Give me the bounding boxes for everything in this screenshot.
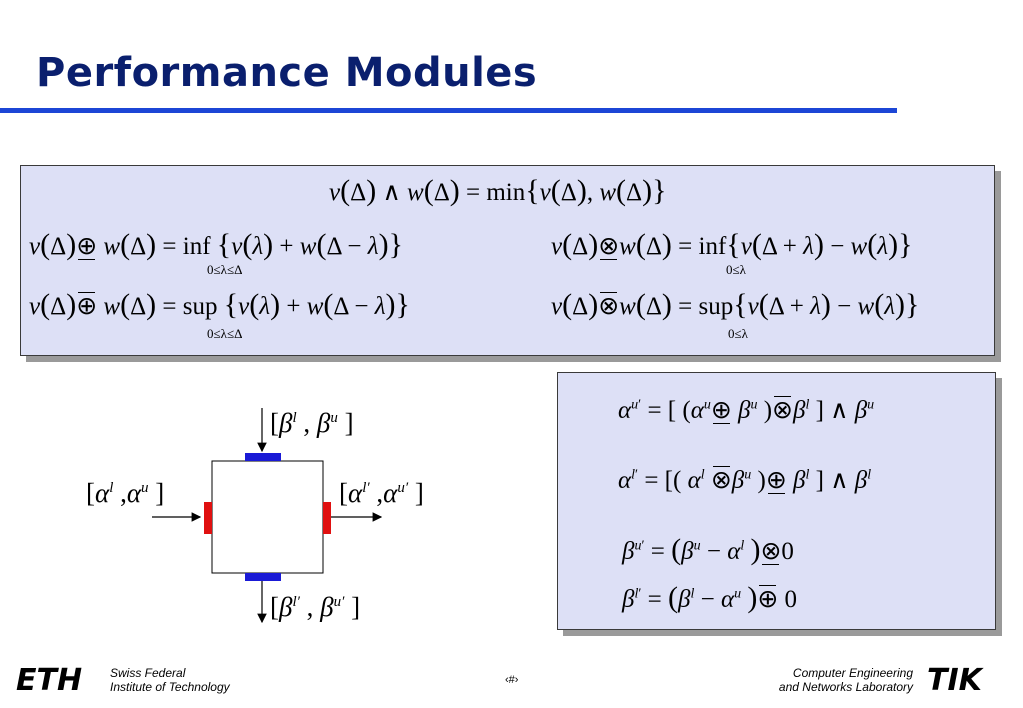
beta-l-equation: βl′ = (βl − αu )⊕ 0 bbox=[622, 581, 798, 614]
alpha-l-equation: αl′ = [( αl ⊗βu )⊕ βl ] ∧ βl bbox=[618, 466, 872, 494]
inf-range2-label: 0≤λ bbox=[726, 262, 746, 277]
page-title: Performance Modules bbox=[36, 50, 538, 96]
right-output-label: [αl′ ,αu′ ] bbox=[339, 478, 424, 508]
tik-logo: TIK bbox=[927, 664, 985, 694]
title-rule bbox=[0, 108, 897, 113]
top-input-label: [βl , βu ] bbox=[270, 408, 354, 438]
svg-text:TIK: TIK bbox=[927, 664, 985, 694]
bottom-output-label: [βl′ , βu′ ] bbox=[270, 592, 361, 622]
min-equation: v(Δ) ∧ w(Δ) = min{v(Δ), w(Δ)} bbox=[329, 174, 667, 207]
lab-name: Computer Engineering and Networks Labora… bbox=[778, 666, 913, 694]
module-box bbox=[211, 460, 324, 574]
bottom-port bbox=[245, 573, 281, 581]
page-number: ‹#› bbox=[505, 674, 519, 686]
sup-range2-label: 0≤λ bbox=[728, 326, 748, 341]
min-plus-convolution-equation: v(Δ)⊕ w(Δ) = inf {v(λ) + w(Δ − λ)} bbox=[29, 228, 403, 261]
module-equations-box: αu′ = [ (αu⊕ βu )⊗βl ] ∧ βu αl′ = [( αl … bbox=[557, 372, 996, 630]
beta-u-equation: βu′ = (βu − αl )⊗0 bbox=[622, 533, 794, 566]
operator-definitions-box: v(Δ) ∧ w(Δ) = min{v(Δ), w(Δ)} v(Δ)⊕ w(Δ)… bbox=[20, 165, 995, 356]
right-port bbox=[323, 502, 331, 534]
institution-name: Swiss Federal Institute of Technology bbox=[110, 666, 230, 694]
svg-text:ETH: ETH bbox=[16, 665, 82, 693]
performance-module-diagram bbox=[152, 408, 383, 624]
max-plus-deconvolution-equation: v(Δ)⊗w(Δ) = sup{v(Δ + λ) − w(λ)} bbox=[551, 288, 920, 321]
max-plus-convolution-equation: v(Δ)⊕ w(Δ) = sup {v(λ) + w(Δ − λ)} bbox=[29, 288, 410, 321]
eth-logo: ETH bbox=[16, 665, 82, 693]
top-port bbox=[245, 453, 281, 461]
sup-range-label: 0≤λ≤Δ bbox=[207, 326, 243, 341]
inf-range-label: 0≤λ≤Δ bbox=[207, 262, 243, 277]
left-input-label: [αl ,αu ] bbox=[86, 478, 165, 508]
left-port bbox=[204, 502, 212, 534]
min-plus-deconvolution-equation: v(Δ)⊗w(Δ) = inf{v(Δ + λ) − w(λ)} bbox=[551, 228, 913, 261]
alpha-u-equation: αu′ = [ (αu⊕ βu )⊗βl ] ∧ βu bbox=[618, 396, 875, 424]
